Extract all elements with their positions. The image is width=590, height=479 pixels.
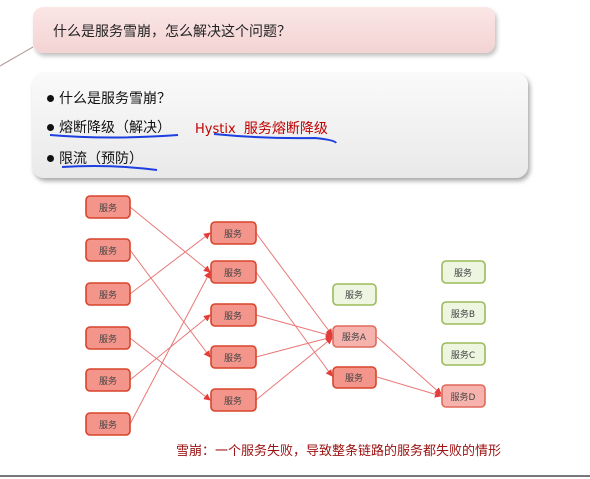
edge — [255, 232, 333, 336]
answer-box: 什么是服务雪崩？ 熔断降级（解决） 限流（预防） Hystix 服务熔断降级 — [32, 73, 528, 178]
node-label: 服务 — [345, 289, 363, 301]
edge — [255, 337, 333, 401]
note-prefix: Hystix — [195, 122, 236, 137]
node-ok: 服务 — [441, 260, 486, 284]
node-failed: 服务 — [210, 303, 257, 327]
node-label: 服务A — [342, 331, 367, 343]
node-service-d: 服务D — [441, 384, 486, 408]
bullet-icon — [47, 154, 54, 162]
edge — [129, 271, 211, 425]
node-label: 服务D — [451, 391, 476, 403]
node-label: 服务B — [451, 308, 475, 320]
node-label: 服务 — [345, 372, 363, 384]
node-failed: 服务 — [85, 368, 131, 392]
pen-underline-1 — [49, 134, 179, 139]
node-label: 服务C — [451, 349, 475, 361]
node-label: 服务 — [224, 228, 242, 240]
point-label: 熔断降级（解决） — [59, 120, 171, 136]
point-label: 什么是服务雪崩？ — [59, 91, 171, 107]
question-text: 什么是服务雪崩，怎么解决这个问题？ — [53, 24, 291, 40]
handwritten-note: Hystix 服务熔断降级 — [195, 118, 328, 138]
node-failed: 服务 — [332, 366, 377, 389]
question-bubble: 什么是服务雪崩，怎么解决这个问题？ — [33, 7, 495, 53]
node-label: 服务 — [454, 267, 472, 279]
node-label: 服务 — [224, 310, 242, 322]
node-label: 服务 — [99, 202, 117, 214]
node-failed: 服务 — [85, 195, 131, 219]
pen-underline-3 — [61, 165, 158, 171]
node-label: 服务 — [99, 375, 117, 387]
node-label: 服务 — [99, 245, 117, 257]
bullet-icon — [47, 94, 54, 102]
point-rate-limit: 限流（预防） — [47, 148, 143, 168]
node-service-c: 服务C — [441, 342, 486, 366]
node-label: 服务 — [99, 333, 117, 345]
node-ok: 服务 — [332, 283, 377, 306]
bullet-icon — [47, 123, 54, 131]
node-failed: 服务 — [210, 345, 257, 369]
node-failed: 服务 — [210, 388, 257, 412]
node-label: 服务 — [224, 395, 242, 407]
edge — [129, 249, 211, 358]
node-label: 服务 — [99, 419, 117, 431]
node-label: 服务 — [224, 352, 242, 364]
node-failed: 服务 — [85, 326, 131, 350]
bottom-divider — [0, 475, 590, 477]
node-service-a: 服务A — [332, 325, 377, 348]
edge — [255, 335, 333, 358]
edge — [129, 232, 211, 295]
point-what-is-avalanche: 什么是服务雪崩？ — [47, 88, 171, 108]
edge — [376, 336, 442, 395]
pen-underline-2 — [213, 133, 337, 144]
edge — [129, 206, 211, 273]
edge — [129, 337, 211, 401]
point-label: 限流（预防） — [59, 151, 143, 167]
node-failed: 服务 — [210, 221, 257, 245]
point-circuit-breaker: 熔断降级（解决） — [47, 117, 171, 137]
node-failed: 服务 — [85, 412, 131, 436]
node-label: 服务 — [224, 267, 242, 279]
dependency-edges — [129, 206, 442, 425]
note-emphasis: 服务熔断降级 — [243, 121, 328, 137]
node-label: 服务 — [99, 289, 117, 301]
node-service-b: 服务B — [441, 301, 486, 325]
edge — [255, 314, 333, 338]
edge — [376, 376, 442, 398]
node-failed: 服务 — [210, 260, 257, 284]
edge — [255, 271, 333, 377]
node-failed: 服务 — [85, 238, 131, 262]
node-failed: 服务 — [85, 282, 131, 306]
diagram-caption: 雪崩：一个服务失败，导致整条链路的服务都失败的情形 — [176, 444, 502, 459]
